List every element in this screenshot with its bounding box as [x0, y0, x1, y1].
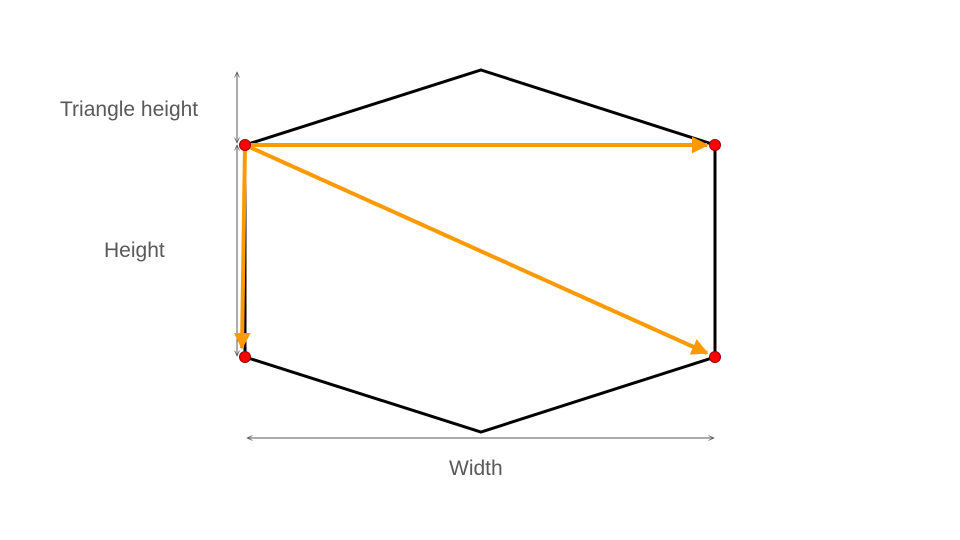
vertex-point-bottom-left: [239, 351, 251, 363]
vertex-point-top-right: [709, 139, 721, 151]
vertex-point-top-left: [239, 139, 251, 151]
width-label: Width: [449, 457, 503, 480]
triangle-height-label: Triangle height: [60, 98, 199, 121]
height-label: Height: [104, 239, 165, 262]
orange-arrow-diagonal: [244, 143, 709, 355]
orange-arrow-vertical: [233, 144, 251, 350]
vertex-point-bottom-right: [709, 351, 721, 363]
